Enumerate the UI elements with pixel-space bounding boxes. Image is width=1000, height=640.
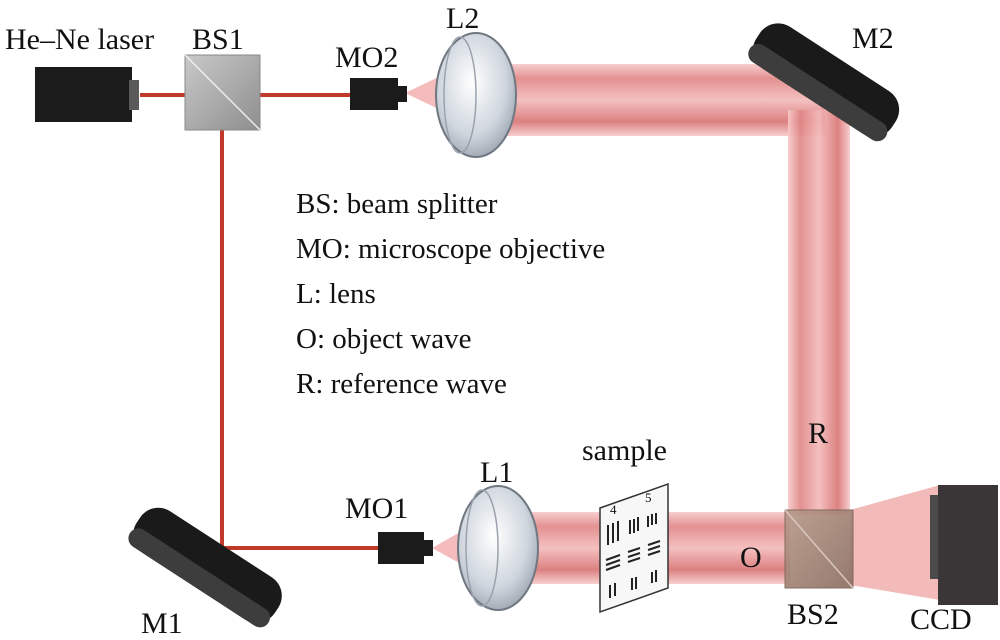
reference-beam-vertical [788, 110, 850, 515]
label-l2: L2 [446, 2, 479, 35]
reference-beam-top [485, 64, 825, 136]
l2-lens [435, 32, 517, 158]
laser-body [35, 67, 139, 122]
combined-beam-to-ccd [850, 485, 940, 600]
label-bs1: BS1 [192, 23, 244, 56]
sample-target: 4 5 [599, 482, 669, 614]
label-m1: M1 [141, 607, 183, 640]
legend-item-mo: MO: microscope objective [296, 233, 605, 265]
target-label-5: 5 [645, 490, 652, 505]
label-r: R [808, 417, 828, 450]
m2-mirror [748, 23, 900, 142]
label-l1: L1 [480, 456, 513, 489]
thin-beam-path [140, 93, 380, 550]
target-label-4: 4 [610, 502, 617, 517]
legend-item-r: R: reference wave [296, 368, 507, 400]
label-bs2: BS2 [787, 598, 839, 631]
mo1-objective [378, 532, 433, 564]
label-mo1: MO1 [345, 492, 408, 525]
l1-lens [457, 485, 539, 611]
legend-item-bs: BS: beam splitter [296, 188, 498, 220]
label-sample: sample [582, 434, 667, 467]
label-o: O [740, 541, 762, 574]
legend: BS: beam splitter MO: microscope objecti… [296, 188, 605, 400]
label-laser: He–Ne laser [5, 23, 154, 56]
bs2-cube [784, 509, 854, 589]
label-mo2: MO2 [335, 41, 398, 74]
m1-mirror [128, 507, 282, 628]
mo2-objective [350, 78, 407, 110]
legend-item-l: L: lens [296, 278, 376, 310]
legend-item-o: O: object wave [296, 323, 472, 355]
label-ccd: CCD [910, 603, 972, 636]
ccd-camera [930, 485, 998, 605]
bs1-cube [184, 54, 261, 131]
label-m2: M2 [852, 22, 894, 55]
